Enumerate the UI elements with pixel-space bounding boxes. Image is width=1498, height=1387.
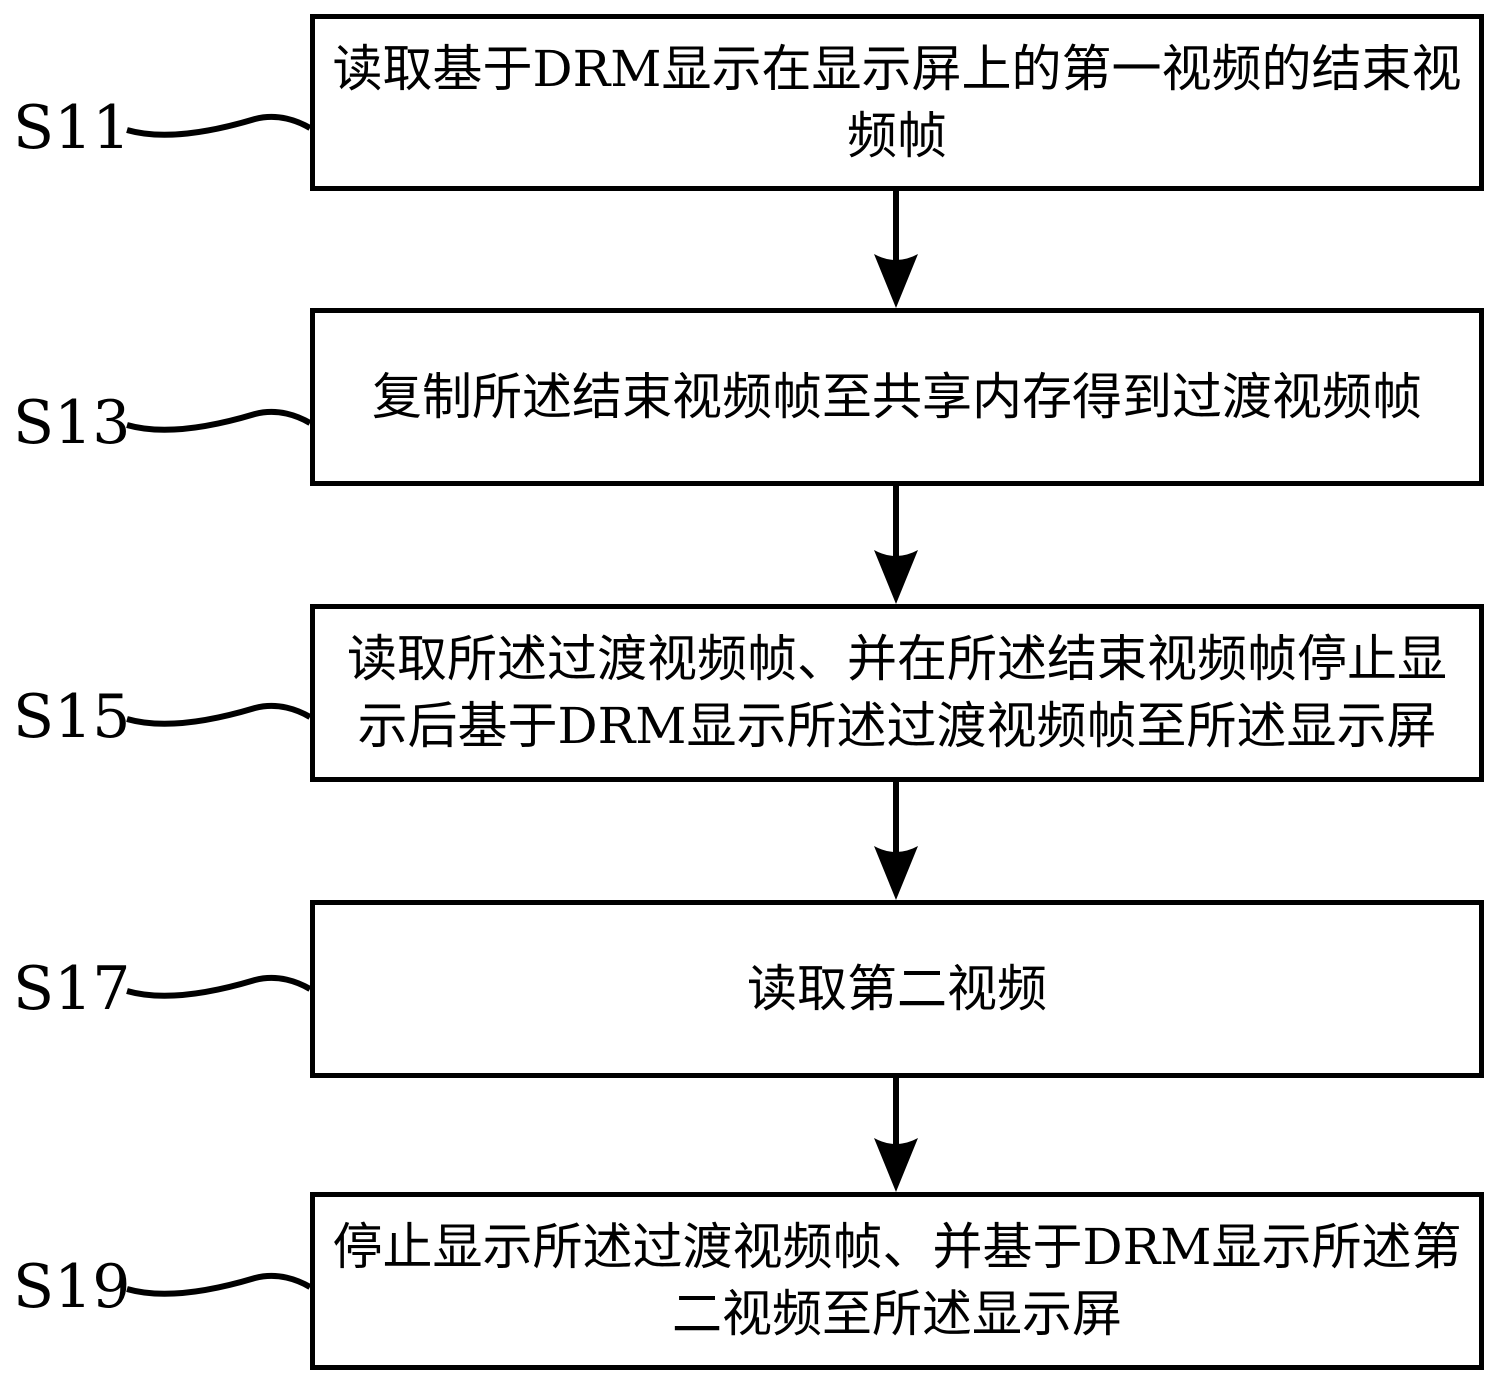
step-text-line: 示后基于DRM显示所述过渡视频帧至所述显示屏 <box>357 697 1437 755</box>
step-text-line: 读取基于DRM显示在显示屏上的第一视频的结束视 <box>332 39 1462 98</box>
step-box-s13: 复制所述结束视频帧至共享内存得到过渡视频帧 <box>310 308 1484 486</box>
step-text-line: 复制所述结束视频帧至共享内存得到过渡视频帧 <box>372 367 1422 426</box>
step-box-s15: 读取所述过渡视频帧、并在所述结束视频帧停止显 示后基于DRM显示所述过渡视频帧至… <box>310 604 1484 782</box>
step-text-line: 读取所述过渡视频帧、并在所述结束视频帧停止显 <box>347 630 1447 688</box>
step-label-s11: S11 <box>13 93 131 163</box>
flow-arrow-3 <box>874 782 918 900</box>
step-box-s11: 读取基于DRM显示在显示屏上的第一视频的结束视 频帧 <box>310 14 1484 191</box>
step-box-s19: 停止显示所述过渡视频帧、并基于DRM显示所述第 二视频至所述显示屏 <box>310 1192 1484 1370</box>
step-text-line: 停止显示所述过渡视频帧、并基于DRM显示所述第 <box>332 1218 1462 1276</box>
step-label-s17: S17 <box>13 954 131 1024</box>
flow-arrow-2 <box>874 486 918 604</box>
step-label-s19: S19 <box>13 1252 131 1322</box>
step-text-line: 二视频至所述显示屏 <box>672 1285 1122 1343</box>
step-label-s15: S15 <box>13 682 131 752</box>
flow-arrow-4 <box>874 1078 918 1192</box>
step-label-s13: S13 <box>13 388 131 458</box>
step-text-line: 频帧 <box>847 106 947 165</box>
step-text-line: 读取第二视频 <box>747 959 1047 1018</box>
flow-arrow-1 <box>874 191 918 308</box>
step-box-s17: 读取第二视频 <box>310 900 1484 1078</box>
